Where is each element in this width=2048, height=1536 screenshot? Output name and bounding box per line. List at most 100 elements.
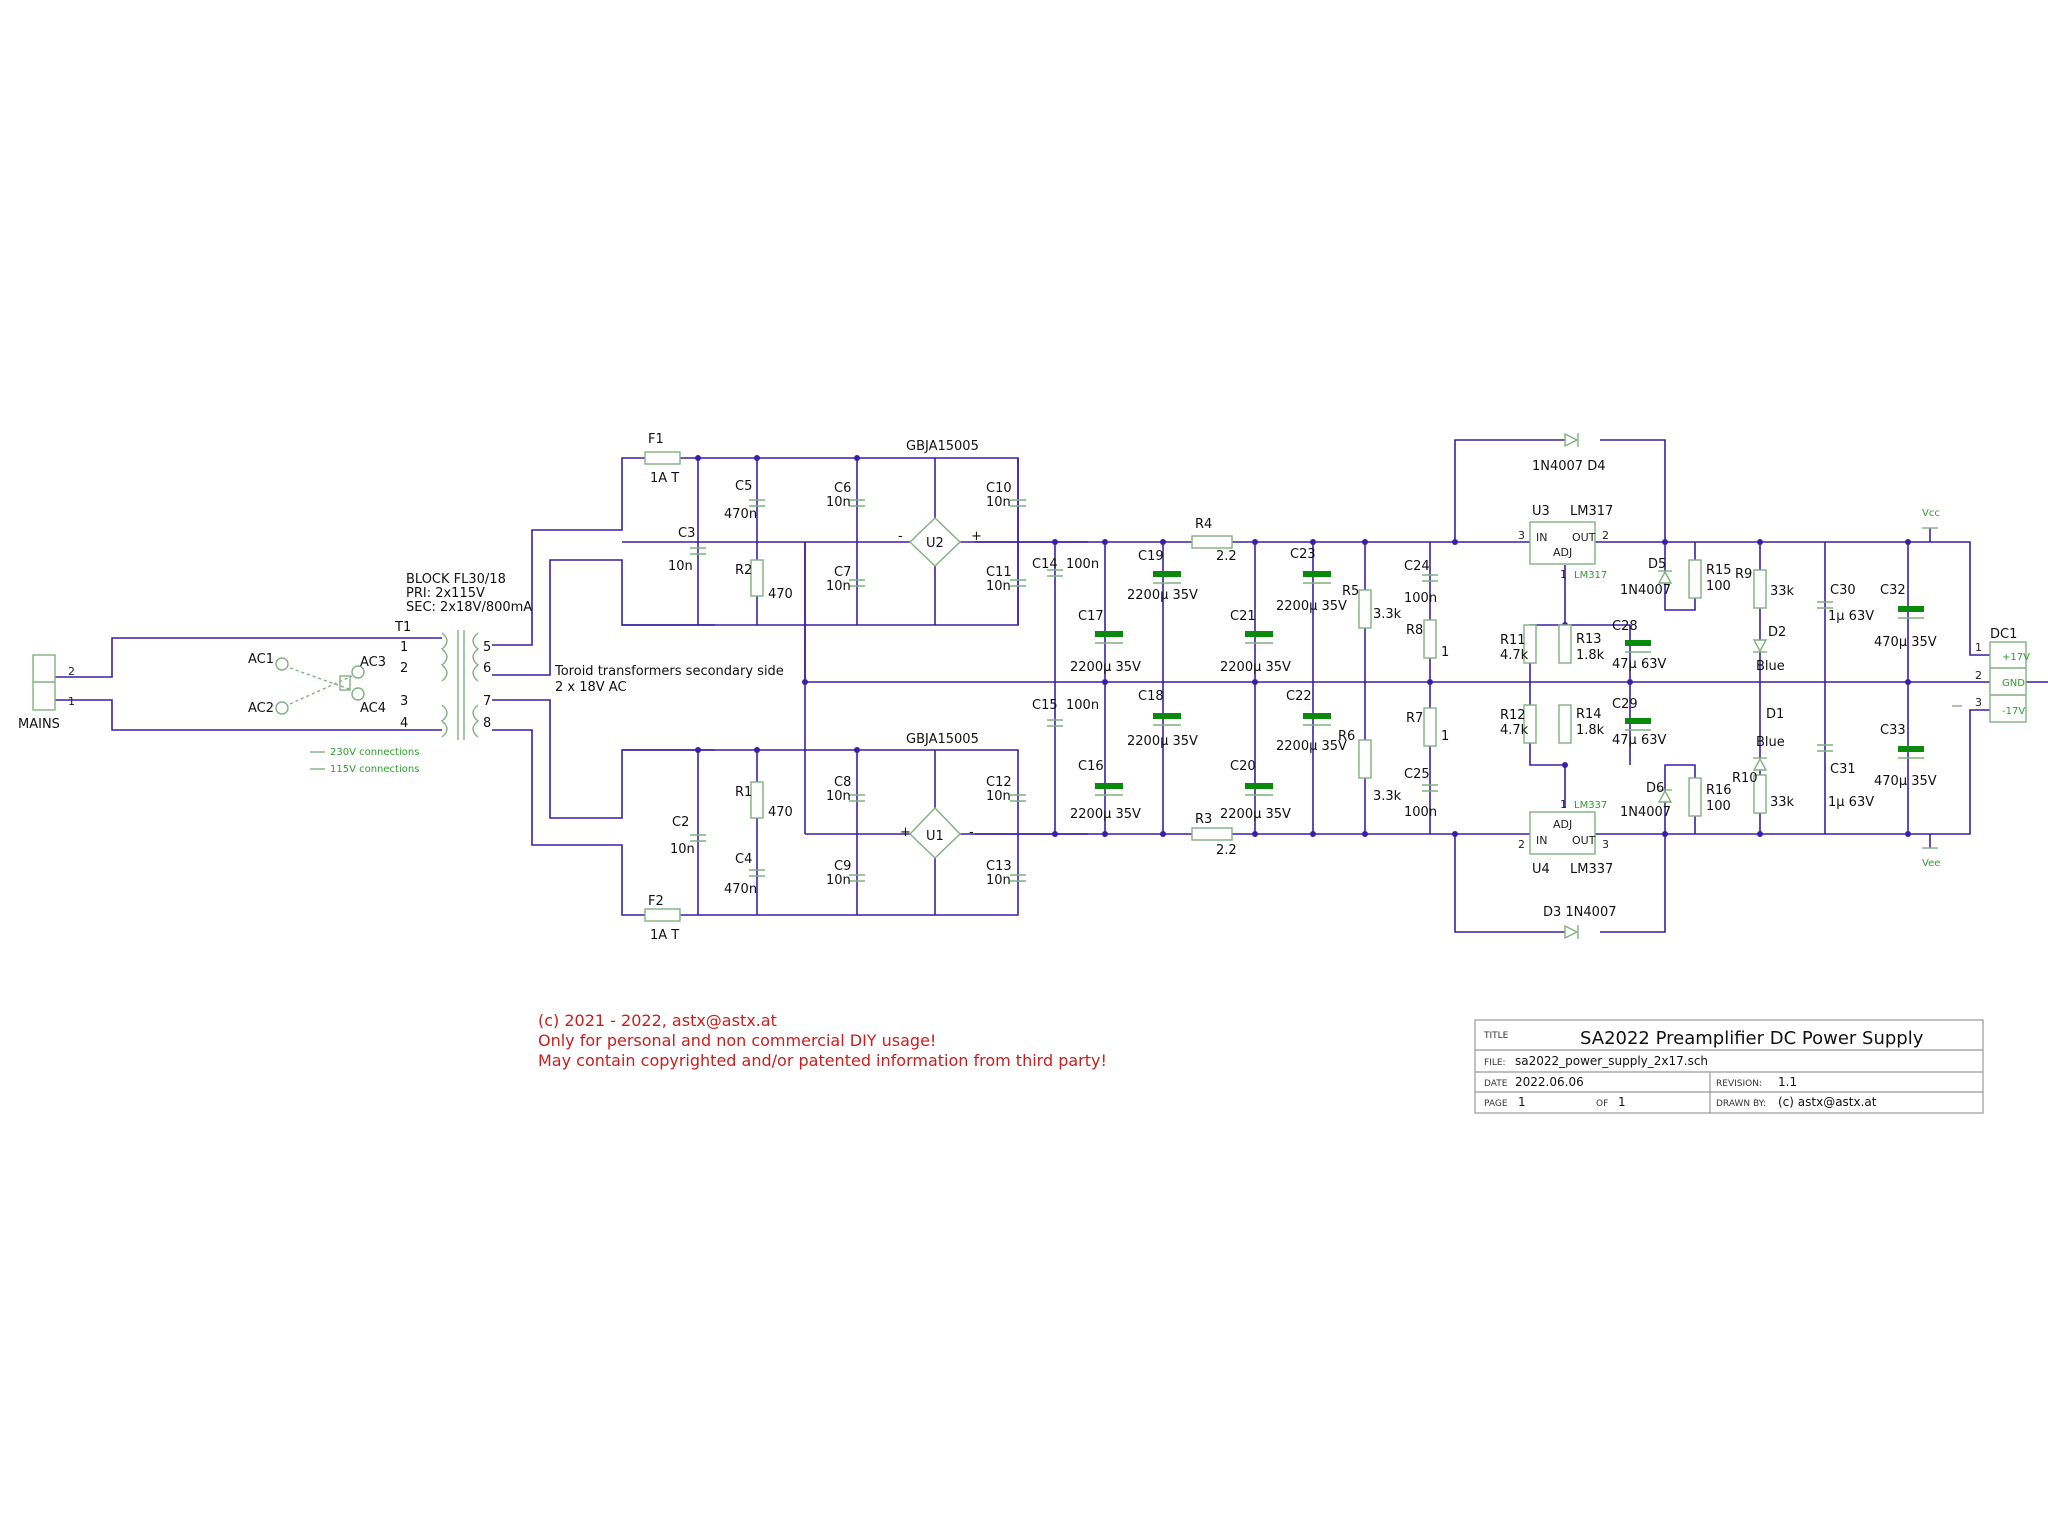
svg-text:C21: C21	[1230, 609, 1256, 624]
svg-text:C16: C16	[1078, 759, 1104, 774]
copyright-notice: (c) 2021 - 2022, astx@astx.at Only for p…	[538, 1011, 1107, 1070]
svg-text:R15: R15	[1706, 563, 1732, 578]
svg-text:C8: C8	[834, 775, 851, 790]
svg-text:DRAWN BY:: DRAWN BY:	[1716, 1099, 1766, 1109]
svg-text:C9: C9	[834, 859, 851, 874]
svg-text:C20: C20	[1230, 759, 1256, 774]
svg-text:Blue: Blue	[1756, 659, 1785, 674]
svg-text:33k: 33k	[1770, 795, 1795, 810]
svg-text:Only for personal and non comm: Only for personal and non commercial DIY…	[538, 1031, 936, 1050]
svg-text:100n: 100n	[1404, 805, 1437, 820]
svg-text:2: 2	[1602, 529, 1609, 542]
svg-text:100: 100	[1706, 799, 1731, 814]
svg-text:2200µ 35V: 2200µ 35V	[1276, 739, 1347, 754]
svg-text:C23: C23	[1290, 547, 1316, 562]
svg-text:7: 7	[483, 694, 491, 709]
svg-text:470: 470	[768, 805, 793, 820]
svg-text:10n: 10n	[670, 842, 695, 857]
svg-text:2.2: 2.2	[1216, 549, 1237, 564]
svg-text:DATE: DATE	[1484, 1079, 1508, 1089]
svg-text:1A T: 1A T	[650, 928, 679, 943]
fuse-f1	[644, 451, 681, 465]
svg-text:4.7k: 4.7k	[1500, 723, 1529, 738]
svg-text:1: 1	[68, 695, 75, 708]
svg-text:AC1: AC1	[248, 652, 274, 667]
svg-text:C24: C24	[1404, 559, 1430, 574]
svg-text:ADJ: ADJ	[1553, 818, 1572, 831]
svg-text:R12: R12	[1500, 708, 1526, 723]
components	[32, 432, 2027, 940]
svg-text:R8: R8	[1406, 623, 1423, 638]
svg-text:R3: R3	[1195, 812, 1212, 827]
svg-text:+: +	[971, 529, 982, 544]
svg-text:C10: C10	[986, 481, 1012, 496]
svg-text:-: -	[898, 529, 903, 544]
title-text: SA2022 Preamplifier DC Power Supply	[1580, 1028, 1924, 1049]
svg-text:D3 1N4007: D3 1N4007	[1543, 905, 1617, 920]
svg-text:470: 470	[768, 587, 793, 602]
junctions	[695, 455, 1911, 837]
svg-text:LM337: LM337	[1574, 800, 1607, 811]
svg-text:C13: C13	[986, 859, 1012, 874]
svg-text:2200µ 35V: 2200µ 35V	[1220, 660, 1291, 675]
svg-text:TITLE: TITLE	[1483, 1031, 1509, 1041]
svg-text:8: 8	[483, 716, 491, 731]
svg-text:10n: 10n	[986, 789, 1011, 804]
svg-text:2200µ 35V: 2200µ 35V	[1127, 734, 1198, 749]
dc-connector	[1989, 641, 2027, 723]
svg-text:R16: R16	[1706, 783, 1732, 798]
svg-text:PAGE: PAGE	[1484, 1099, 1508, 1109]
svg-text:GBJA15005: GBJA15005	[906, 732, 979, 747]
svg-text:115V connections: 115V connections	[330, 764, 419, 775]
svg-text:C4: C4	[735, 852, 752, 867]
svg-text:10n: 10n	[986, 873, 1011, 888]
svg-text:R6: R6	[1338, 729, 1355, 744]
svg-text:6: 6	[483, 661, 491, 676]
svg-text:3: 3	[1602, 838, 1609, 851]
svg-text:2 x 18V AC: 2 x 18V AC	[555, 680, 627, 695]
bridge-u1	[909, 806, 961, 859]
svg-text:R2: R2	[735, 563, 752, 578]
svg-text:C28: C28	[1612, 619, 1638, 634]
svg-text:C18: C18	[1138, 689, 1164, 704]
svg-text:1µ 63V: 1µ 63V	[1828, 609, 1874, 624]
bridge-u2	[908, 517, 962, 567]
svg-text:R13: R13	[1576, 632, 1602, 647]
svg-text:100n: 100n	[1066, 557, 1099, 572]
svg-text:4: 4	[400, 716, 408, 731]
svg-text:(c) 2021 - 2022, astx@astx.at: (c) 2021 - 2022, astx@astx.at	[538, 1011, 777, 1030]
svg-text:2022.06.06: 2022.06.06	[1515, 1075, 1584, 1089]
svg-text:1A T: 1A T	[650, 471, 679, 486]
svg-text:1: 1	[400, 640, 408, 655]
svg-text:10n: 10n	[826, 873, 851, 888]
svg-text:C6: C6	[834, 481, 851, 496]
wires	[55, 439, 2048, 933]
svg-text:LM337: LM337	[1570, 862, 1613, 877]
svg-text:C3: C3	[678, 526, 695, 541]
svg-text:2200µ 35V: 2200µ 35V	[1127, 588, 1198, 603]
svg-text:F2: F2	[648, 894, 664, 909]
svg-text:LM317: LM317	[1574, 570, 1607, 581]
svg-text:D1: D1	[1766, 707, 1784, 722]
svg-text:REVISION:: REVISION:	[1716, 1079, 1762, 1089]
svg-text:PRI: 2x115V: PRI: 2x115V	[406, 586, 485, 601]
svg-text:DC1: DC1	[1990, 627, 2017, 642]
svg-text:U4: U4	[1532, 862, 1550, 877]
svg-text:10n: 10n	[826, 495, 851, 510]
svg-text:47µ 63V: 47µ 63V	[1612, 657, 1666, 672]
svg-text:2200µ 35V: 2200µ 35V	[1070, 807, 1141, 822]
svg-text:1: 1	[1441, 645, 1449, 660]
svg-text:ADJ: ADJ	[1553, 546, 1572, 559]
svg-text:3: 3	[1975, 696, 1982, 709]
svg-text:Vee: Vee	[1922, 858, 1940, 869]
labels: MAINS 2 1 AC1 AC2 AC3 AC4 230V connectio…	[18, 432, 2030, 943]
svg-text:3: 3	[1518, 529, 1525, 542]
svg-text:OF: OF	[1596, 1099, 1608, 1109]
svg-text:1: 1	[1560, 568, 1567, 581]
svg-text:C29: C29	[1612, 697, 1638, 712]
title-block: TITLE SA2022 Preamplifier DC Power Suppl…	[1474, 1019, 1984, 1114]
electrolytic-caps	[1095, 571, 1924, 796]
svg-text:C31: C31	[1830, 762, 1856, 777]
svg-text:1: 1	[1441, 729, 1449, 744]
svg-text:IN: IN	[1536, 834, 1547, 847]
